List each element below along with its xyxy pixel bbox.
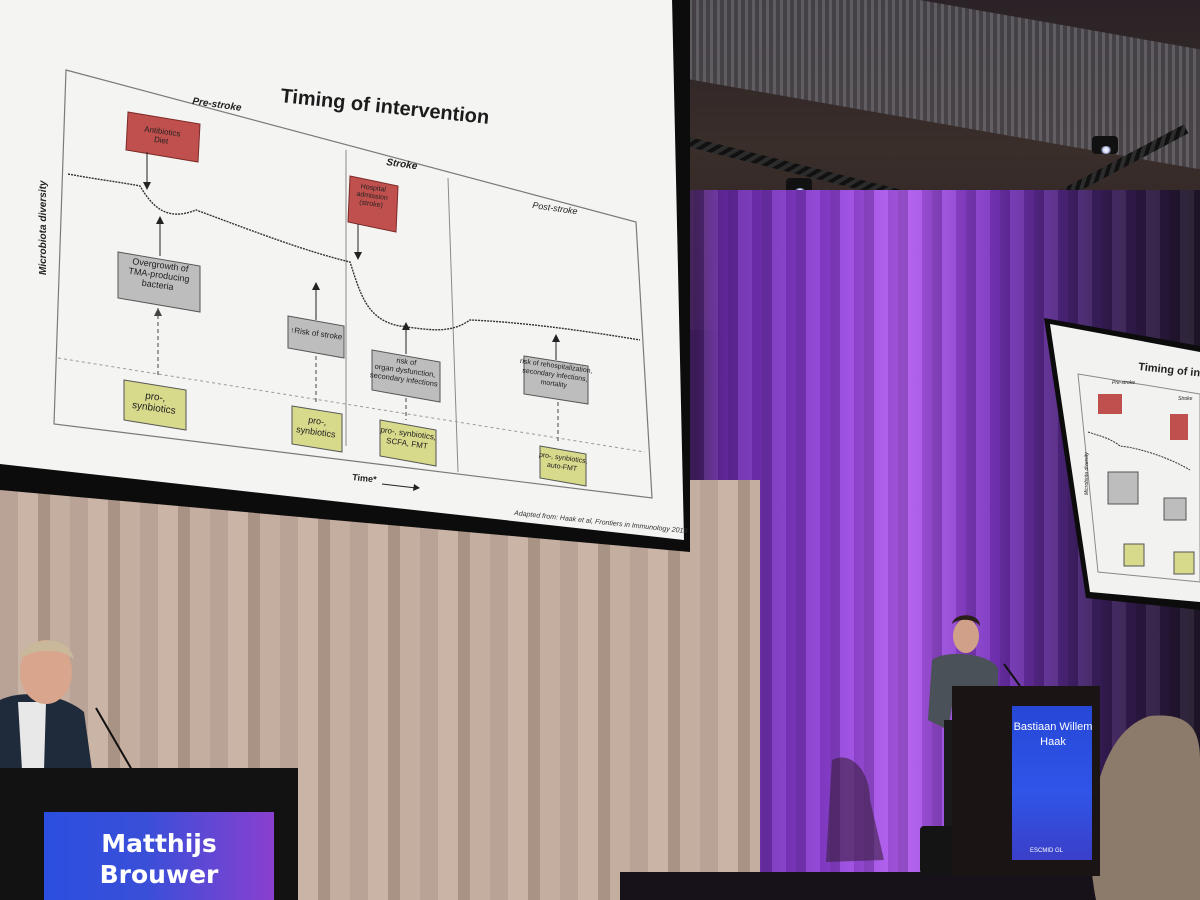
x-axis-label: Time* [352, 472, 378, 485]
side-phase-pre-stroke: Pre-stroke [1112, 380, 1135, 386]
lectern-right-display [1012, 706, 1092, 860]
microphone-left [95, 707, 133, 771]
effect-risk-of-stroke: ↑Risk of stroke [287, 282, 345, 404]
svg-text:Hospitaladmission(stroke): Hospitaladmission(stroke) [355, 183, 390, 210]
speaker-name-left: Matthijs Brouwer [99, 829, 219, 889]
speaker-name-right: Bastiaan Willem Haak [1013, 721, 1093, 748]
side-phase-stroke: Stroke [1178, 396, 1193, 402]
intervention-post-stroke: pro-, synbiotics,auto-FMT [538, 445, 588, 487]
speaker-shadow [826, 757, 884, 862]
side-effect-box [1107, 471, 1139, 505]
side-intervention-box [1123, 543, 1145, 567]
side-effect-box [1163, 497, 1187, 521]
event-hospital-admission: Hospitaladmission(stroke) [347, 175, 399, 260]
y-axis-label: Microbiota diversity [38, 180, 49, 275]
panelist-left [0, 640, 92, 770]
spotlight [1092, 136, 1118, 154]
intervention-stroke-risk: pro-,synbiotics [291, 405, 343, 453]
side-event-box [1170, 414, 1188, 440]
lectern-left-display [44, 812, 274, 900]
effect-organ-dysfunction: risk oforgan dysfunction,secondary infec… [369, 322, 441, 420]
intervention-pre-stroke: pro-,synbiotics [123, 379, 187, 431]
lectern-logo: ESCMID GL [1030, 848, 1064, 854]
audience-head [1090, 715, 1200, 900]
side-event-box [1098, 394, 1122, 414]
phase-stroke: Stroke [386, 157, 419, 172]
side-intervention-box [1173, 551, 1195, 575]
event-antibiotics-diet: AntibioticsDiet [125, 111, 201, 190]
side-y-axis-label: Microbiota diversity [1084, 452, 1090, 495]
intervention-stroke: pro-, synbiotics,SCFA, FMT [379, 419, 437, 467]
effect-tma-overgrowth: Overgrowth ofTMA-producingbacteria [117, 216, 201, 376]
effect-rehospitalization: risk of rehospitalization,secondary infe… [519, 334, 593, 444]
microphone-right [1003, 663, 1021, 687]
